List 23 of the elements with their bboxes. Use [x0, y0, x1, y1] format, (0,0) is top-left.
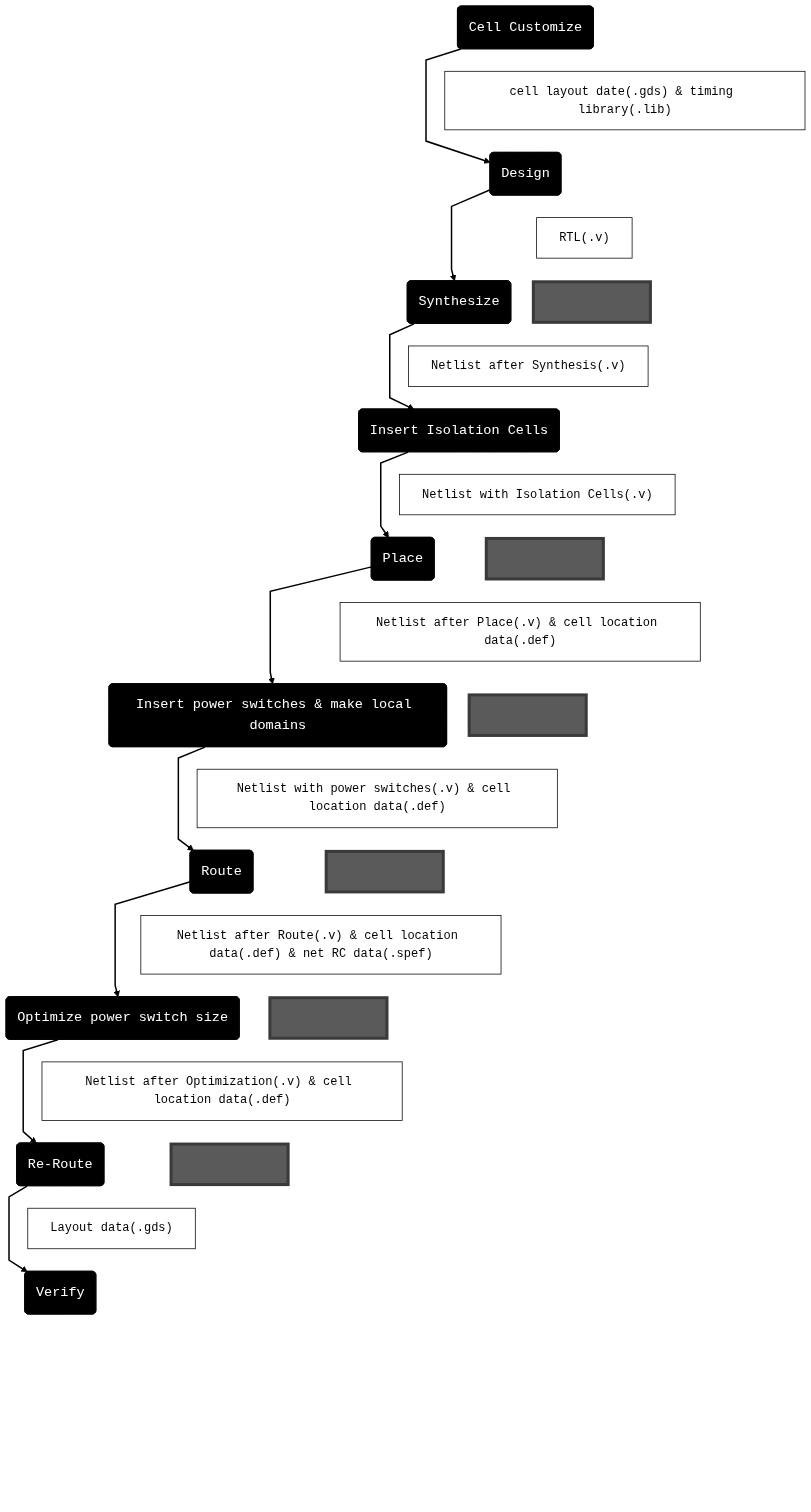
arrow	[380, 451, 409, 538]
arrow	[177, 746, 206, 851]
node-box	[467, 693, 588, 737]
node-box	[484, 536, 605, 581]
arrow	[389, 323, 415, 410]
arrow	[425, 48, 491, 164]
node-box	[531, 280, 652, 324]
node-box	[324, 849, 445, 894]
node-box	[169, 1142, 290, 1187]
node-box: Netlist after Route(.v) & cell location data(.def) & net RC data(.spef)	[140, 915, 502, 975]
node-box: Netlist with power switches(.v) & cell location data(.def)	[196, 768, 558, 829]
node-box: Netlist after Optimization(.v) & cell location data(.def)	[41, 1061, 403, 1121]
node-box: Netlist after Place(.v) & cell location data(.def)	[339, 602, 701, 662]
node-box: RTL(.v)	[536, 217, 633, 259]
arrow	[449, 189, 491, 282]
arrow	[268, 566, 373, 685]
node-box	[268, 996, 389, 1040]
node-box: cell layout date(.gds) & timing library(.lib)	[444, 70, 806, 131]
arrow	[22, 1039, 59, 1144]
node-box: Layout data(.gds)	[27, 1207, 196, 1250]
node-box: Netlist with Isolation Cells(.v)	[399, 473, 676, 516]
node-box: Netlist after Synthesis(.v)	[408, 345, 649, 387]
arrow	[8, 1185, 28, 1273]
